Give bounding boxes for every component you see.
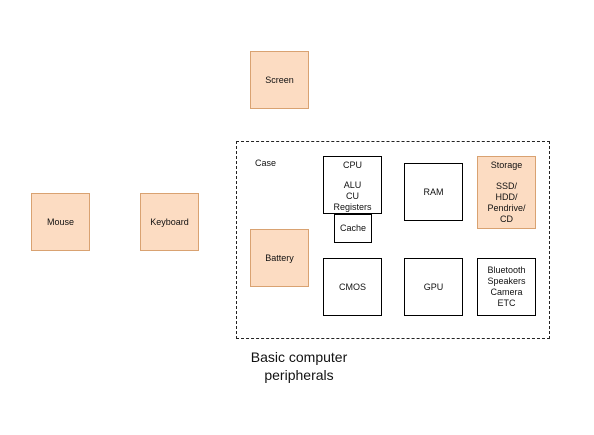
screen-node: Screen <box>250 51 309 109</box>
cmos-node: CMOS <box>323 258 382 316</box>
screen-label: Screen <box>265 74 294 85</box>
cpu-cu: CU <box>346 191 359 201</box>
other-peripherals-node: Bluetooth Speakers Camera ETC <box>477 258 536 316</box>
cpu-title: CPU <box>342 160 362 170</box>
gpu-label: GPU <box>423 281 444 292</box>
case-label: Case <box>255 158 277 168</box>
keyboard-label: Keyboard <box>150 216 189 227</box>
storage-title: Storage <box>490 160 523 170</box>
cpu-registers: Registers <box>333 202 372 212</box>
storage-node: Storage SSD/ HDD/ Pendrive/ CD <box>477 156 536 229</box>
storage-pendrive: Pendrive/ <box>487 203 526 213</box>
cpu-node: CPU ALU CU Registers <box>323 156 382 214</box>
cmos-label: CMOS <box>339 281 366 292</box>
mouse-node: Mouse <box>31 193 90 251</box>
other-camera: Camera <box>490 287 523 297</box>
gpu-node: GPU <box>404 258 463 316</box>
storage-cd: CD <box>500 214 513 224</box>
other-etc: ETC <box>497 298 516 308</box>
cache-node: Cache <box>334 214 372 243</box>
storage-ssd: SSD/ <box>495 181 517 191</box>
diagram-caption: Basic computer peripherals <box>250 349 348 383</box>
mouse-label: Mouse <box>46 216 74 227</box>
cpu-alu: ALU <box>343 180 362 190</box>
ram-label: RAM <box>423 186 444 197</box>
battery-label: Battery <box>265 252 294 263</box>
storage-hdd: HDD/ <box>495 192 518 202</box>
case-container <box>236 141 550 339</box>
cache-label: Cache <box>339 223 366 233</box>
other-bluetooth: Bluetooth <box>487 265 526 275</box>
battery-node: Battery <box>250 229 309 287</box>
other-speakers: Speakers <box>487 276 526 286</box>
keyboard-node: Keyboard <box>140 193 199 251</box>
ram-node: RAM <box>404 163 463 221</box>
